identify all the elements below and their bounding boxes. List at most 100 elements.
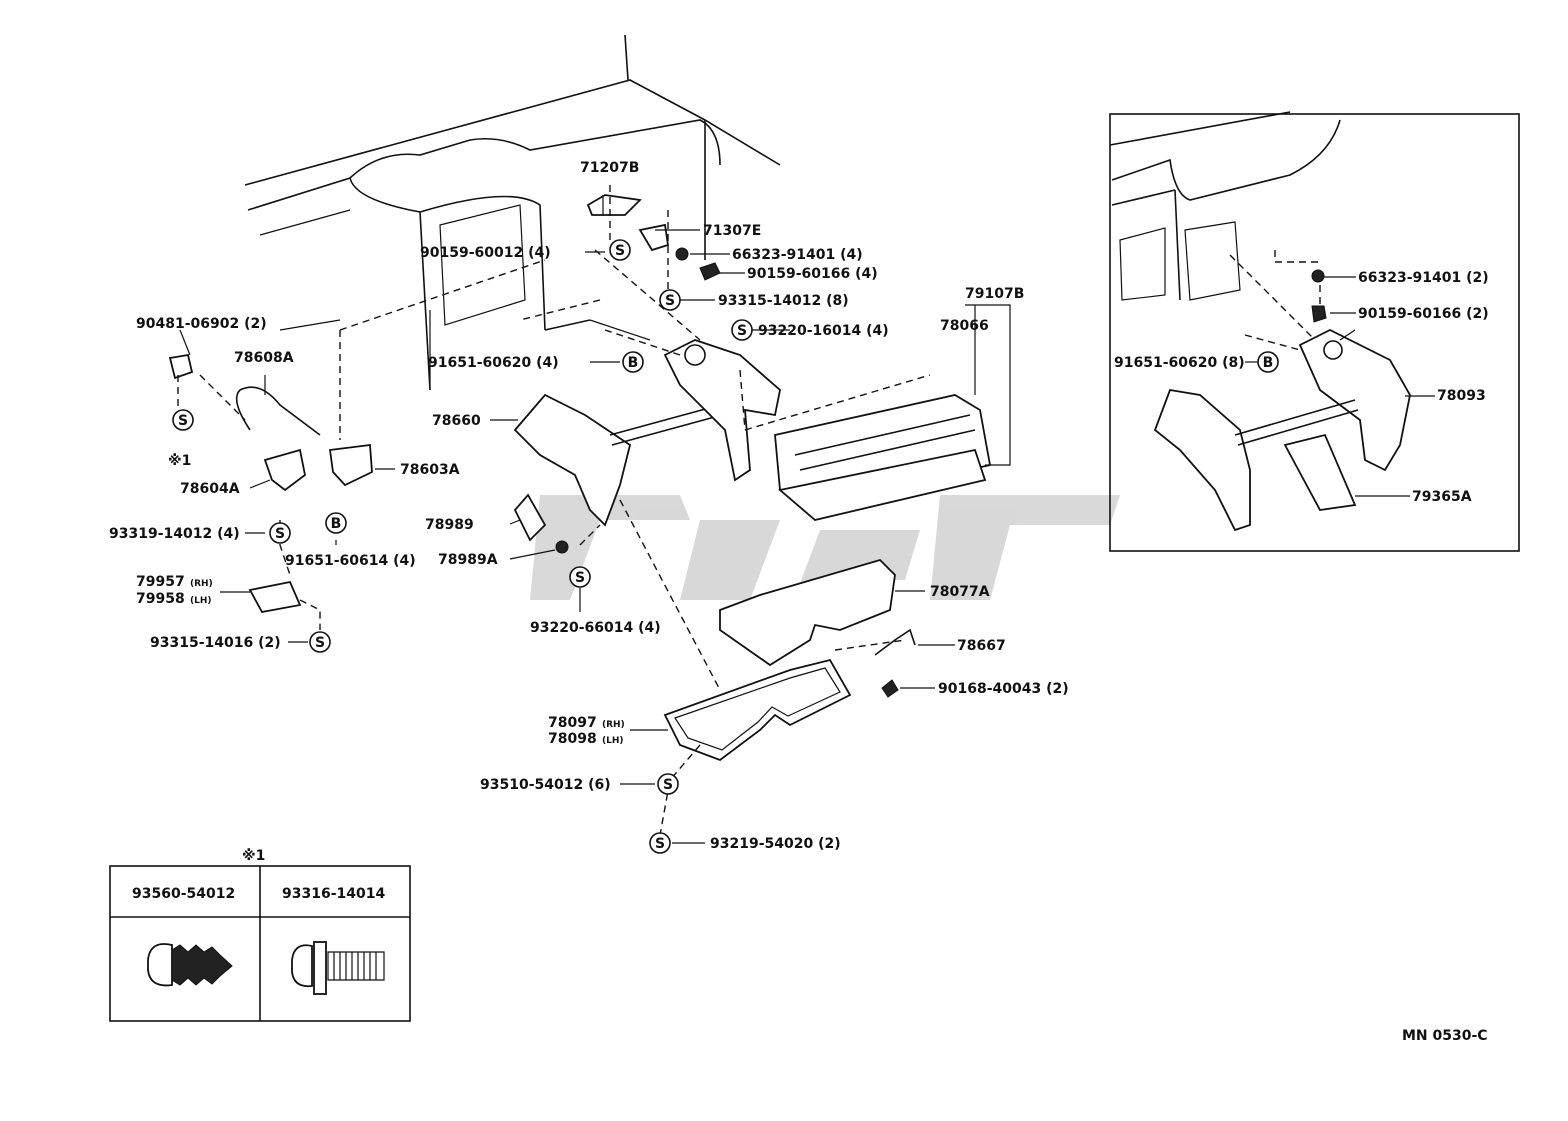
label-90159-60012-4: 90159-60012 (4) xyxy=(420,245,551,261)
part-90159-bolt xyxy=(1311,305,1327,323)
s-marker xyxy=(172,409,194,431)
diagram-code: MN 0530-C xyxy=(1402,1028,1488,1044)
label-90159-60166-2: 90159-60166 (2) xyxy=(1358,306,1489,322)
legend-title: ※1 xyxy=(242,848,265,864)
label-79365A: 79365A xyxy=(1412,489,1472,505)
part-79957 xyxy=(248,580,302,614)
part-78077A xyxy=(719,558,896,667)
label-78667: 78667 xyxy=(957,638,1006,654)
label-78603A: 78603A xyxy=(400,462,460,478)
part-66323-nut xyxy=(675,247,689,261)
svg-text:B: B xyxy=(628,355,639,371)
clip-93560-icon xyxy=(147,943,233,987)
label-lh: (LH) xyxy=(602,736,624,746)
part-78097 xyxy=(663,658,852,762)
part-78989A xyxy=(555,540,569,554)
s-marker xyxy=(309,631,331,653)
s-marker xyxy=(649,832,671,854)
label-90481-06902-2: 90481-06902 (2) xyxy=(136,316,267,332)
svg-text:S: S xyxy=(275,526,285,542)
part-90481 xyxy=(168,353,194,380)
svg-text:S: S xyxy=(655,836,665,852)
label-93220-16014-4: 93220-16014 (4) xyxy=(758,323,889,339)
part-78660 xyxy=(513,393,632,527)
part-78608A xyxy=(235,386,321,436)
part-78604A xyxy=(263,448,306,492)
part-78603A xyxy=(328,443,373,487)
part-79365A xyxy=(1283,433,1357,511)
label-78989A: 78989A xyxy=(438,552,498,568)
part-78989 xyxy=(513,493,547,542)
parts xyxy=(168,194,992,762)
label-rh: (RH) xyxy=(190,579,213,589)
b-marker xyxy=(325,512,347,534)
label-93315-14016-2: 93315-14016 (2) xyxy=(150,635,281,651)
svg-text:B: B xyxy=(1263,355,1274,371)
label-78989: 78989 xyxy=(425,517,474,533)
label-lh: (LH) xyxy=(190,596,212,606)
screw-93316-icon xyxy=(291,941,385,995)
part-78667 xyxy=(874,628,916,656)
assembly-leaders xyxy=(177,185,931,836)
label-78097: 78097 xyxy=(548,715,597,731)
label-66323-91401-4: 66323-91401 (4) xyxy=(732,247,863,263)
s-marker xyxy=(657,773,679,795)
b-marker xyxy=(622,351,644,373)
label-78660: 78660 xyxy=(432,413,481,429)
part-90159-bolt xyxy=(699,262,721,281)
svg-text:S: S xyxy=(737,323,747,339)
label-78608A: 78608A xyxy=(234,350,294,366)
part-hinge-right xyxy=(663,339,781,482)
part-71307E xyxy=(638,223,670,252)
s-marker xyxy=(609,239,631,261)
label-79107B: 79107B xyxy=(965,286,1024,302)
label-91651-60620-8: 91651-60620 (8) xyxy=(1114,355,1245,371)
svg-text:B: B xyxy=(331,516,342,532)
legend-col1-label: 93560-54012 xyxy=(132,886,235,902)
s-marker xyxy=(569,566,591,588)
label-66323-91401-2: 66323-91401 (2) xyxy=(1358,270,1489,286)
s-marker xyxy=(731,319,753,341)
label-93220-66014-4: 93220-66014 (4) xyxy=(530,620,661,636)
svg-text:S: S xyxy=(615,243,625,259)
label-71207B: 71207B xyxy=(580,160,639,176)
part-hinge-left xyxy=(1153,388,1251,532)
label-rh: (RH) xyxy=(602,720,625,730)
label-78098: 78098 xyxy=(548,731,597,747)
inset-detail: B 66323-91401 (2) 90159-60166 (2) 91651-… xyxy=(1109,111,1520,552)
part-90168-bolt xyxy=(881,679,899,698)
part-labels: 71207B 71307E 66323-91401 (4) 90159-6016… xyxy=(109,160,1069,852)
label-93510-54012-6: 93510-54012 (6) xyxy=(480,777,611,793)
label-78077A: 78077A xyxy=(930,584,990,600)
label-90168-40043-2: 90168-40043 (2) xyxy=(938,681,1069,697)
legend-col2-label: 93316-14014 xyxy=(282,886,385,902)
vehicle-body xyxy=(244,34,781,391)
svg-text:S: S xyxy=(665,293,675,309)
svg-text:S: S xyxy=(663,777,673,793)
label-93219-54020-2: 93219-54020 (2) xyxy=(710,836,841,852)
label-78093: 78093 xyxy=(1437,388,1486,404)
label-79957: 79957 xyxy=(136,574,185,590)
label-93319-14012-4: 93319-14012 (4) xyxy=(109,526,240,542)
s-marker xyxy=(659,289,681,311)
note-marker: ※1 xyxy=(168,453,191,469)
svg-text:S: S xyxy=(575,570,585,586)
label-91651-60614-4: 91651-60614 (4) xyxy=(285,553,416,569)
label-91651-60620-4: 91651-60620 (4) xyxy=(428,355,559,371)
svg-text:S: S xyxy=(315,635,325,651)
inset-frame xyxy=(1109,113,1520,552)
part-71207B xyxy=(586,194,642,216)
label-71307E: 71307E xyxy=(703,223,761,239)
label-79958: 79958 xyxy=(136,591,185,607)
callout-leaders xyxy=(179,195,1011,844)
label-93315-14012-8: 93315-14012 (8) xyxy=(718,293,849,309)
b-marker xyxy=(1257,351,1279,373)
label-78604A: 78604A xyxy=(180,481,240,497)
s-marker xyxy=(269,522,291,544)
part-66323-nut xyxy=(1311,269,1325,283)
callout-markers: S S S B S S B S S S S xyxy=(172,239,753,854)
fastener-legend: ※1 93560-54012 93316-14014 xyxy=(109,848,411,1022)
svg-text:S: S xyxy=(178,413,188,429)
